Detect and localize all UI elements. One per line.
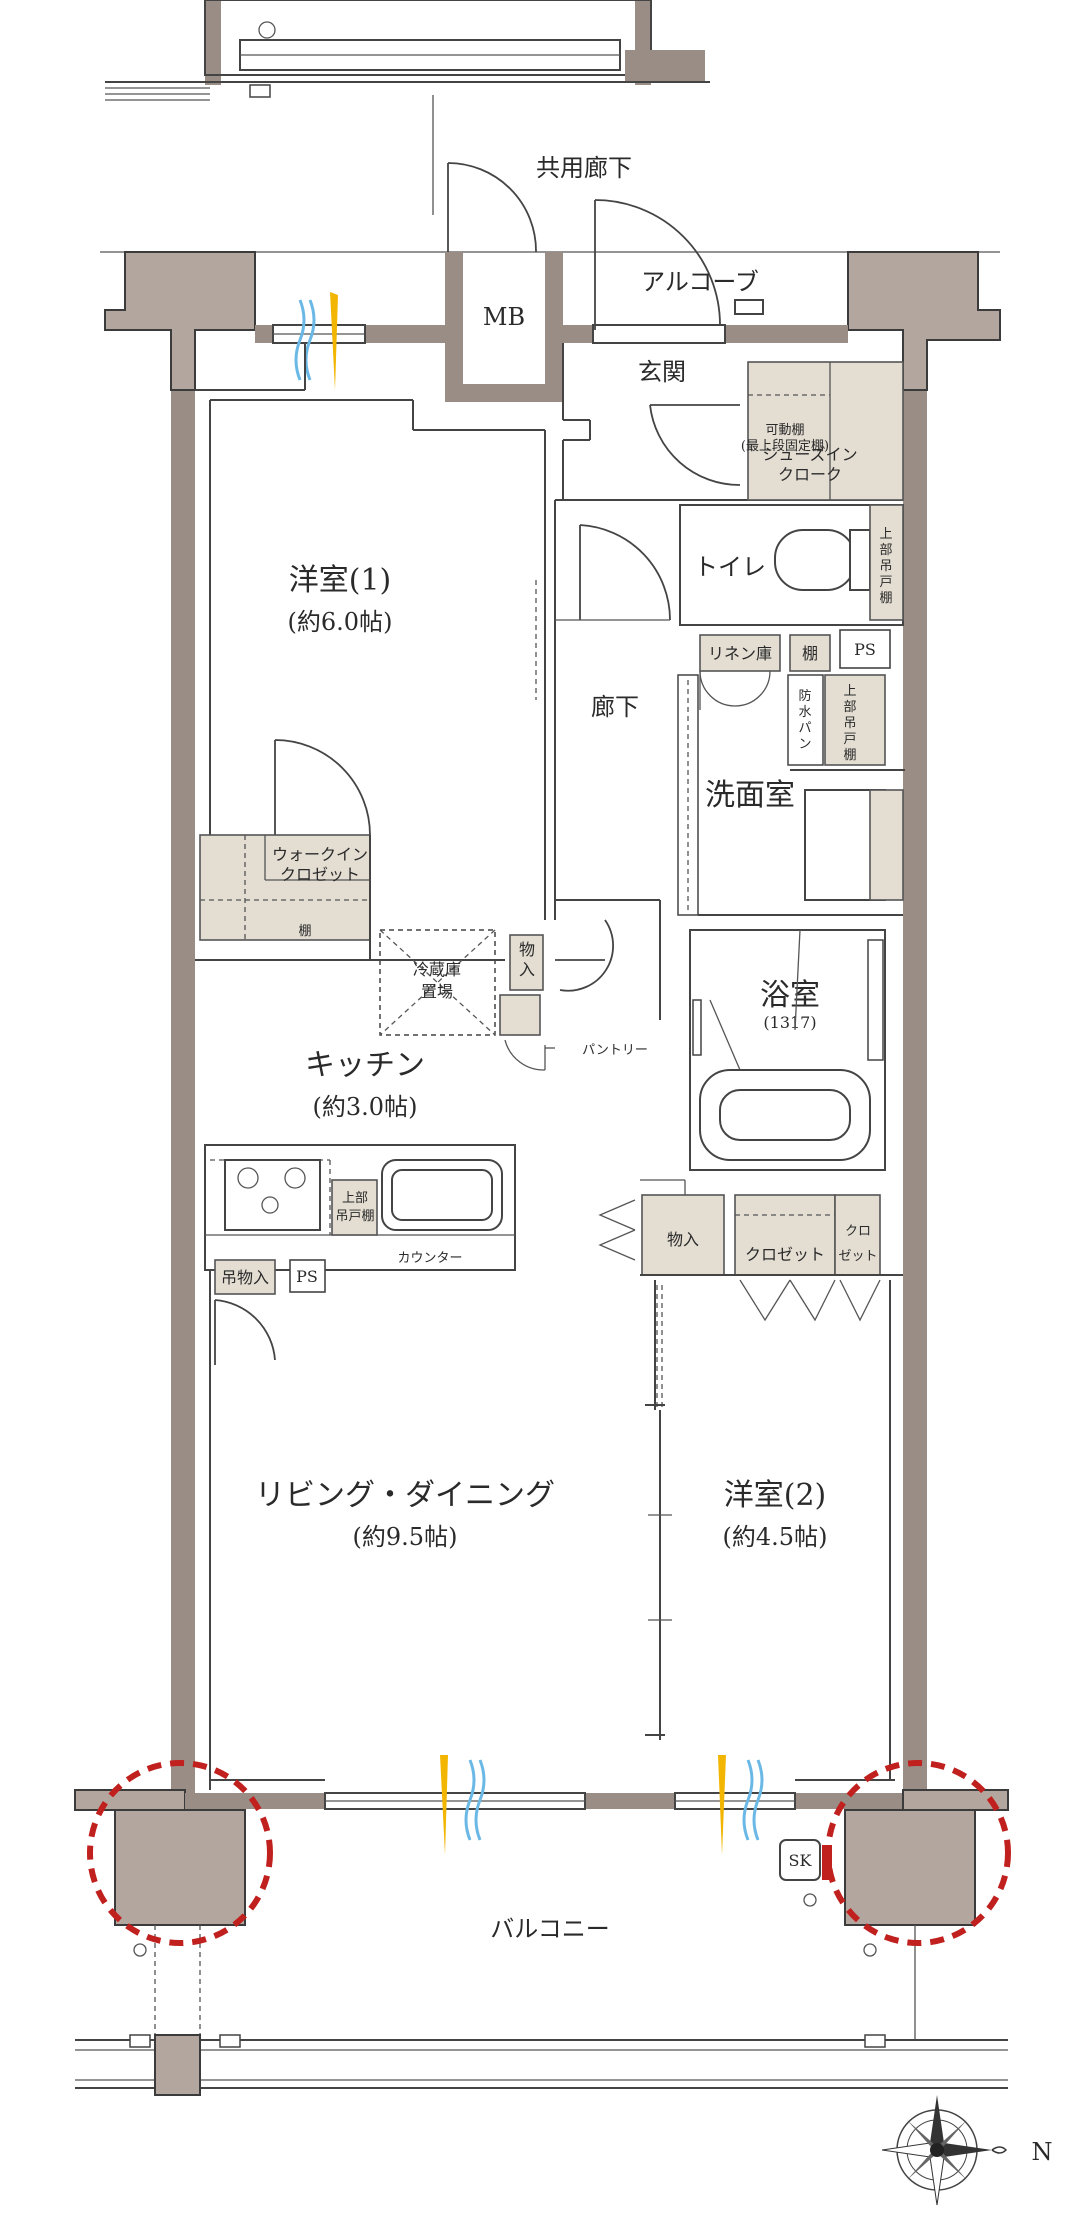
kitchen-storage-label: 物 入 [519, 940, 535, 979]
walkin-line2: クロゼット [280, 865, 360, 884]
shoe-shelf-line2: (最上段固定棚) [741, 439, 829, 454]
ps-top-label: PS [854, 640, 876, 659]
bathroom: 浴室 (1317) [689, 929, 886, 1171]
toilet-label: トイレ [694, 553, 766, 581]
toilet-upper-cabinet: 上 部 吊 戸 棚 [879, 527, 892, 606]
kitchen-upper-line2: 吊戸棚 [335, 1209, 374, 1224]
svg-text:ン: ン [798, 737, 811, 752]
pantry-label: パントリー [582, 1043, 648, 1058]
svg-text:吊: 吊 [843, 716, 856, 731]
compass: N [881, 2095, 1053, 2206]
windows [272, 324, 796, 1810]
upper-structure: 共用廊下 [100, 0, 1000, 253]
svg-text:棚: 棚 [843, 748, 856, 763]
shoe-closet-line2: クローク [778, 465, 842, 484]
walkin-line1: ウォークイン [272, 845, 368, 864]
bedroom1-name: 洋室(1) [289, 563, 392, 598]
svg-text:入: 入 [519, 960, 535, 979]
entrance-label: 玄関 [638, 358, 686, 386]
svg-text:ゼット: ゼット [838, 1249, 877, 1264]
balcony-label: バルコニー [490, 1915, 610, 1943]
bath-size-label: (1317) [763, 1013, 816, 1032]
svg-text:パ: パ [798, 721, 811, 736]
living-size: (約9.5帖) [353, 1523, 458, 1551]
air-flow-marks [294, 292, 764, 1855]
kitchen-size: (約3.0帖) [313, 1093, 418, 1121]
svg-text:部: 部 [879, 543, 892, 558]
sk-label: SK [789, 1851, 813, 1870]
walkin-shelf-label: 棚 [298, 924, 311, 939]
svg-text:吊: 吊 [879, 559, 892, 574]
bedroom2-size: (約4.5帖) [723, 1523, 828, 1551]
shoe-shelf-line1: 可動棚 [765, 423, 804, 438]
highlight-circles [87, 1760, 1011, 1946]
svg-text:水: 水 [798, 705, 811, 720]
svg-text:部: 部 [843, 700, 856, 715]
mb-label: MB [483, 303, 525, 331]
bedroom1-size: (約6.0帖) [288, 608, 393, 636]
bedroom2-name: 洋室(2) [724, 1478, 827, 1513]
bedroom-1: 洋室(1) (約6.0帖) [195, 343, 546, 920]
washroom-upper-cabinet: 上 部 吊 戸 棚 [843, 684, 856, 763]
svg-text:棚: 棚 [879, 591, 892, 606]
svg-text:物: 物 [519, 940, 535, 959]
svg-text:上: 上 [843, 684, 856, 699]
svg-text:防: 防 [798, 688, 811, 704]
closet-label: クロゼット [745, 1245, 825, 1264]
shoe-closet-line1: シューズイン [762, 445, 857, 464]
kitchen: 冷蔵庫 置場 物 入 パントリー キッチン (約3.0帖) 上部 吊戸棚 カウン… [195, 929, 648, 1365]
closet-small-label: クロ ゼット [838, 1224, 877, 1264]
walkin-closet: ウォークイン クロゼット 棚 [199, 834, 371, 960]
ps-kitchen-label: PS [296, 1267, 318, 1286]
kitchen-name: キッチン [305, 1048, 425, 1083]
toilet-room: トイレ 上 部 吊 戸 棚 [679, 504, 904, 626]
washroom-shelf-label: 棚 [802, 644, 818, 663]
living-name: リビング・ダイニング [255, 1478, 555, 1513]
svg-text:上: 上 [879, 527, 892, 542]
fridge-line1: 冷蔵庫 [413, 960, 461, 979]
fridge-line2: 置場 [421, 982, 453, 1001]
north-label: N [1032, 2138, 1053, 2166]
hanging-storage-label: 吊物入 [221, 1268, 269, 1287]
entrance-area: MB アルコーブ 玄関 [447, 162, 903, 920]
kitchen-upper-line1: 上部 [342, 1191, 368, 1206]
alcove-label: アルコーブ [641, 268, 759, 296]
shoe-cloak: 可動棚 (最上段固定棚) シューズイン クローク [741, 361, 904, 501]
storage-bedroom2-label: 物入 [667, 1230, 699, 1249]
common-corridor-label: 共用廊下 [536, 154, 632, 182]
living-dining: リビング・ダイニング (約9.5帖) 洋室(2) (約4.5帖) [209, 1270, 895, 1790]
svg-text:クロ: クロ [845, 1224, 871, 1239]
washroom: リネン庫 棚 PS 防 水 パ ン 上 部 吊 戸 棚 洗面室 [677, 629, 905, 916]
waterproof-pan-label: 防 水 パ ン [798, 688, 811, 752]
bath-label: 浴室 [760, 978, 820, 1013]
counter-label: カウンター [397, 1251, 462, 1266]
svg-text:戸: 戸 [879, 575, 892, 590]
washroom-label: 洗面室 [705, 778, 795, 813]
svg-text:戸: 戸 [843, 732, 856, 747]
hallway-label: 廊下 [591, 693, 639, 721]
hallway: 廊下 [555, 524, 671, 1020]
linen-label: リネン庫 [708, 644, 772, 663]
bedroom2-storage: 物入 クロゼット クロ ゼット [598, 1179, 903, 1322]
